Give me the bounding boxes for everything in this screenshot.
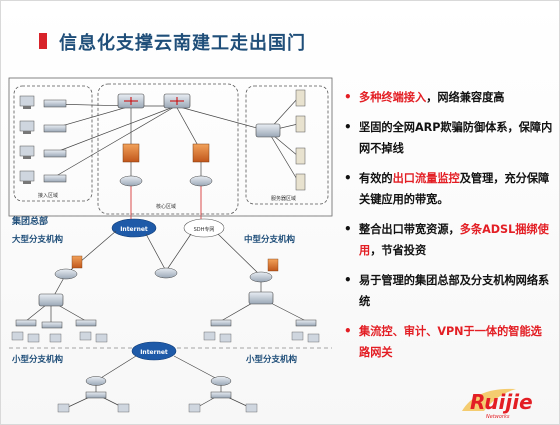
bullet-dot-icon: • — [344, 273, 352, 287]
small-branch-right-label: 小型分支机构 — [245, 354, 298, 365]
bullet-text: 及管理，充分保障关键应用的带宽。 — [359, 172, 550, 206]
ruijie-logo: Ruijie Networks — [462, 388, 533, 420]
internet-cloud-top: Internet — [111, 218, 157, 238]
firewalls — [122, 143, 210, 163]
branch-pcs — [11, 331, 320, 343]
bullet-dot-icon: • — [344, 90, 352, 104]
svg-text:Internet: Internet — [120, 226, 148, 233]
bullet-text: 出口流量监控 — [392, 172, 460, 185]
access-switches — [43, 99, 67, 183]
bullet-item: • 集流控、审计、VPN于一体的智能选路网关 — [341, 321, 553, 363]
access-area-box — [13, 85, 93, 202]
branch-routers — [54, 267, 273, 283]
network-diagram: 接入区域 核心区域 服务器区域 集团总部 Internet SDH专网 大型分支… — [8, 77, 333, 413]
server-switch — [255, 123, 281, 138]
bullet-item: • 坚固的全网ARP欺骗防御体系，保障内网不掉线 — [341, 117, 553, 159]
bullet-item: • 多种终端接入，网络兼容度高 — [341, 87, 553, 108]
branch-access-switches — [15, 319, 317, 329]
sdh-cloud: SDH专网 — [183, 218, 225, 238]
bullet-text: 多条ADSL捆绑使用 — [359, 223, 549, 257]
bullet-text: 有效的 — [359, 172, 393, 185]
access-pcs — [19, 95, 35, 184]
small-branch-switches — [85, 391, 232, 399]
bullet-item: • 易于管理的集团总部及分支机构网络系统 — [341, 270, 553, 312]
small-branch-left-label: 小型分支机构 — [11, 354, 64, 365]
bullet-text: 多种终端接入 — [359, 91, 427, 104]
egress-routers — [119, 175, 213, 187]
core-area-box — [97, 83, 239, 215]
core-area-label: 核心区域 — [156, 203, 176, 210]
bullet-dot-icon: • — [344, 120, 352, 134]
svg-text:Ruijie: Ruijie — [470, 390, 533, 414]
bullet-text: ，节省投资 — [370, 244, 427, 257]
bullet-dot-icon: • — [344, 222, 352, 236]
core-switches — [117, 93, 191, 109]
svg-text:Internet: Internet — [140, 349, 168, 356]
svg-text:Networks: Networks — [486, 414, 510, 420]
bullet-list: • 多种终端接入，网络兼容度高 • 坚固的全网ARP欺骗防御体系，保障内网不掉线 • 有效… — [341, 87, 553, 372]
bullet-item: • 有效的出口流量监控及管理，充分保障关键应用的带宽。 — [341, 168, 553, 210]
svg-text:SDH专网: SDH专网 — [194, 226, 215, 233]
bullet-text: 易于管理的集团总部及分支机构网络系统 — [359, 274, 550, 308]
title-accent-bar — [39, 33, 47, 49]
bullet-text: 坚固的全网ARP欺骗防御体系，保障内网不掉线 — [359, 121, 553, 155]
servers — [295, 89, 306, 191]
small-branch-pcs — [57, 403, 258, 413]
bullet-dot-icon: • — [344, 324, 352, 338]
bullet-item: • 整合出口带宽资源，多条ADSL捆绑使用，节省投资 — [341, 219, 553, 261]
server-area-box — [245, 85, 329, 205]
branch-firewalls — [71, 255, 279, 272]
bullet-dot-icon: • — [344, 171, 352, 185]
bullet-text: 整合出口带宽资源， — [359, 223, 460, 236]
medium-branch-label: 中型分支机构 — [244, 234, 296, 245]
page-title: 信息化支撑云南建工走出国门 — [59, 33, 306, 54]
bullet-text: 集流控、审计、VPN于一体的智能选路网关 — [359, 325, 542, 359]
large-branch-label: 大型分支机构 — [12, 234, 64, 245]
internet-cloud-bottom: Internet — [131, 341, 177, 361]
access-area-label: 接入区域 — [38, 192, 58, 199]
branch-core-switches — [38, 291, 274, 307]
bullet-text: ，网络兼容度高 — [426, 91, 505, 104]
small-branch-routers — [85, 376, 232, 386]
hq-label: 集团总部 — [11, 215, 48, 227]
server-area-label: 服务器区域 — [271, 195, 296, 202]
